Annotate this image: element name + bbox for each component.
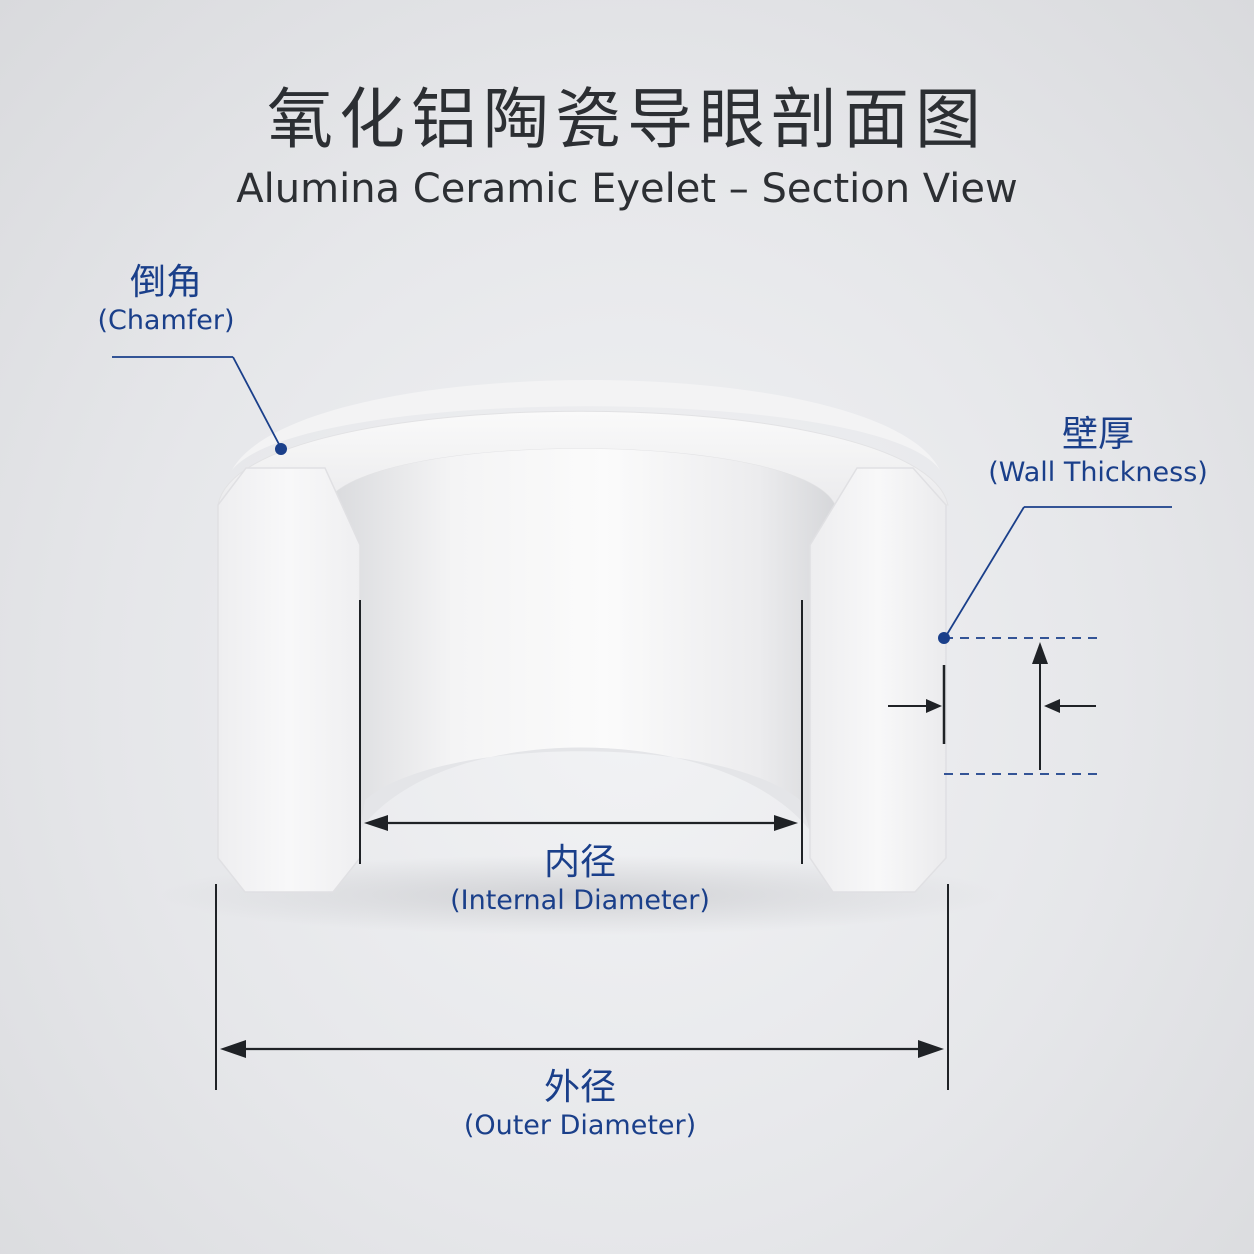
internal-diameter-label-cn: 内径: [543, 842, 616, 883]
chamfer-label-en: (Chamfer): [97, 305, 235, 337]
ceramic-eyelet: [217, 380, 949, 893]
wall-thickness-label-cn: 壁厚: [1061, 414, 1134, 455]
internal-diameter-dimension: [359, 600, 803, 864]
outer-diameter-label-en: (Outer Diameter): [463, 1110, 697, 1142]
internal-diameter-label: 内径 (Internal Diameter): [430, 842, 730, 918]
chamfer-label-cn: 倒角: [129, 262, 202, 303]
wall-thickness-label-en: (Wall Thickness): [988, 457, 1208, 489]
page-subtitle: Alumina Ceramic Eyelet – Section View: [236, 166, 1018, 212]
chamfer-marker-dot: [275, 443, 287, 455]
chamfer-callout: [112, 356, 287, 455]
outer-diameter-dimension: [215, 884, 949, 1090]
wall-thickness-callout: [888, 506, 1172, 775]
right-wall-section: [809, 467, 947, 893]
wall-thickness-label: 壁厚 (Wall Thickness): [978, 414, 1218, 490]
internal-diameter-label-en: (Internal Diameter): [450, 885, 710, 917]
page-title: 氧化铝陶瓷导眼剖面图: [267, 81, 987, 158]
floor-shadow: [160, 855, 1000, 935]
left-wall-section: [217, 467, 361, 893]
outer-diameter-label: 外径 (Outer Diameter): [430, 1067, 730, 1143]
outer-diameter-label-cn: 外径: [543, 1067, 616, 1108]
chamfer-label: 倒角 (Chamfer): [66, 262, 266, 338]
